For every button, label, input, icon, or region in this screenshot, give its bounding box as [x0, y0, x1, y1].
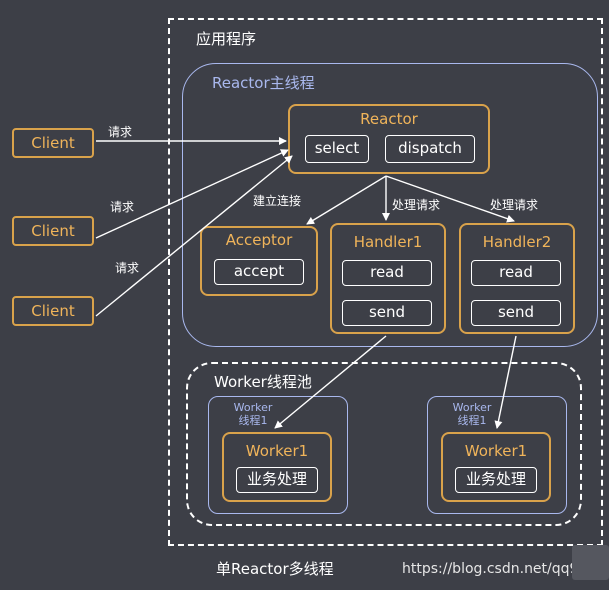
- handler2-read[interactable]: read: [471, 260, 561, 286]
- edge-label-client2: 请求: [110, 200, 135, 214]
- handler1-title: Handler1: [353, 233, 423, 251]
- worker-thread-right-label-line1: Worker: [452, 401, 492, 414]
- handler2-send[interactable]: send: [471, 300, 561, 326]
- arrow-reactor-acceptor: [306, 175, 387, 225]
- application-title: 应用程序: [196, 30, 257, 48]
- worker-thread-right: [427, 396, 567, 514]
- client-3[interactable]: Client: [12, 296, 94, 326]
- arrow-handler2-worker: [494, 335, 517, 429]
- handler1-node[interactable]: Handler1 read send: [330, 223, 446, 334]
- handler1-read[interactable]: read: [342, 260, 432, 286]
- worker-right-task[interactable]: 业务处理: [455, 467, 537, 493]
- worker-thread-right-label: Worker 线程1: [447, 401, 497, 427]
- handler2-title: Handler2: [482, 233, 552, 251]
- reactor-main-thread-group: [182, 63, 598, 347]
- edge-label-handle2: 处理请求: [490, 198, 539, 212]
- client-2[interactable]: Client: [12, 216, 94, 246]
- accept-method[interactable]: accept: [214, 259, 304, 285]
- worker-pool-title: Worker线程池: [214, 373, 312, 391]
- arrow-reactor-handler2: [385, 175, 515, 223]
- client-1[interactable]: Client: [12, 128, 94, 158]
- worker-right-node[interactable]: Worker1 业务处理: [441, 432, 551, 502]
- watermark-text: https://blog.csdn.net/qq9808: [402, 561, 606, 577]
- reactor-node[interactable]: Reactor select dispatch: [288, 104, 490, 174]
- dispatch-method[interactable]: dispatch: [385, 135, 475, 163]
- worker-pool-region: [186, 362, 582, 526]
- worker-left-task[interactable]: 业务处理: [236, 467, 318, 493]
- corner-toolbar[interactable]: [572, 545, 609, 580]
- edge-label-client1: 请求: [108, 125, 133, 139]
- worker-thread-right-label-line2: 线程1: [457, 414, 487, 427]
- acceptor-title: Acceptor: [225, 231, 293, 249]
- diagram-caption: 单Reactor多线程: [216, 560, 334, 578]
- worker-thread-left-label-line2: 线程1: [238, 414, 268, 427]
- application-region: [168, 18, 603, 546]
- worker-thread-left-label: Worker 线程1: [228, 401, 278, 427]
- worker-thread-left-label-line1: Worker: [233, 401, 273, 414]
- edge-label-handle1: 处理请求: [392, 198, 441, 212]
- worker-right-title: Worker1: [464, 442, 528, 460]
- reactor-main-thread-title: Reactor主线程: [212, 74, 315, 92]
- arrow-handler1-worker: [274, 335, 387, 429]
- arrow-client3-reactor: [95, 155, 293, 317]
- worker-left-node[interactable]: Worker1 业务处理: [222, 432, 332, 502]
- worker-thread-left: [208, 396, 348, 514]
- handler2-node[interactable]: Handler2 read send: [459, 223, 575, 334]
- edge-label-establish: 建立连接: [253, 194, 302, 208]
- handler1-send[interactable]: send: [342, 300, 432, 326]
- arrow-client2-reactor: [95, 149, 289, 239]
- edge-label-client3: 请求: [115, 261, 140, 275]
- select-method[interactable]: select: [305, 135, 369, 163]
- worker-left-title: Worker1: [245, 442, 309, 460]
- acceptor-node[interactable]: Acceptor accept: [200, 226, 318, 296]
- reactor-title: Reactor: [360, 110, 418, 128]
